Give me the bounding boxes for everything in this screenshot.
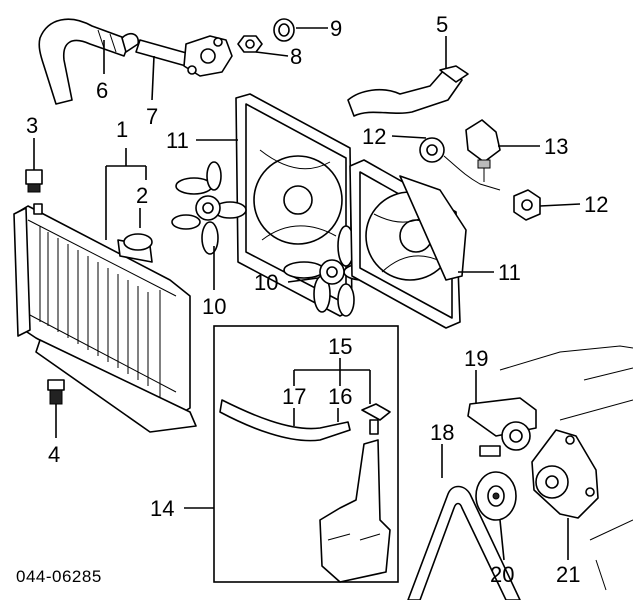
callout-11-left: 11 [166, 128, 189, 153]
callout-9: 9 [330, 16, 342, 41]
reservoir-cap [361, 403, 391, 435]
callout-15: 15 [328, 334, 352, 359]
callout-1: 1 [116, 117, 128, 142]
lower-radiator-hose [347, 65, 469, 117]
callout-labels: 1 2 3 4 5 6 7 8 9 10 10 11 11 12 12 13 1… [26, 12, 608, 587]
reservoir-kit-box [213, 325, 399, 583]
callout-7: 7 [146, 104, 158, 129]
callout-4: 4 [48, 442, 60, 467]
drive-belt [407, 485, 521, 600]
callout-10-left: 10 [202, 294, 226, 319]
callout-21: 21 [556, 562, 580, 587]
engine-block-outline [499, 345, 633, 591]
callout-5: 5 [436, 12, 448, 37]
temperature-switch-lower [513, 189, 541, 221]
fan-shroud-right [349, 159, 467, 329]
callout-10-right: 10 [254, 270, 278, 295]
water-pump [531, 429, 599, 519]
callout-11-right: 11 [498, 260, 521, 285]
callout-8: 8 [290, 44, 302, 69]
callout-13: 13 [544, 134, 568, 159]
callout-12-upper: 12 [362, 124, 386, 149]
reservoir-tank [319, 439, 391, 583]
callout-17: 17 [282, 384, 306, 409]
cooling-fan-left [171, 161, 247, 255]
leader-lines [33, 27, 581, 561]
temperature-switch-upper [419, 137, 501, 191]
idler-pulley-bracket [467, 397, 537, 457]
callout-12-lower: 12 [584, 192, 608, 217]
callout-3: 3 [26, 113, 38, 138]
diagram-code: 044-06285 [16, 567, 102, 586]
callout-20: 20 [490, 562, 514, 587]
water-outlet-pipe [121, 32, 233, 77]
callout-6: 6 [96, 78, 108, 103]
wiring-connector [465, 119, 501, 182]
callout-16: 16 [328, 384, 352, 409]
reservoir-hose [219, 399, 351, 442]
callout-19: 19 [464, 346, 488, 371]
callout-14: 14 [150, 496, 174, 521]
thermostat-gasket-parts [237, 18, 295, 53]
callout-2: 2 [136, 183, 148, 208]
radiator-support-cushion-lower [47, 379, 65, 405]
water-pump-pulley [475, 471, 517, 521]
upper-radiator-hose [38, 18, 131, 105]
radiator-support-cushion-upper [25, 169, 43, 193]
callout-18: 18 [430, 420, 454, 445]
radiator [13, 203, 197, 433]
